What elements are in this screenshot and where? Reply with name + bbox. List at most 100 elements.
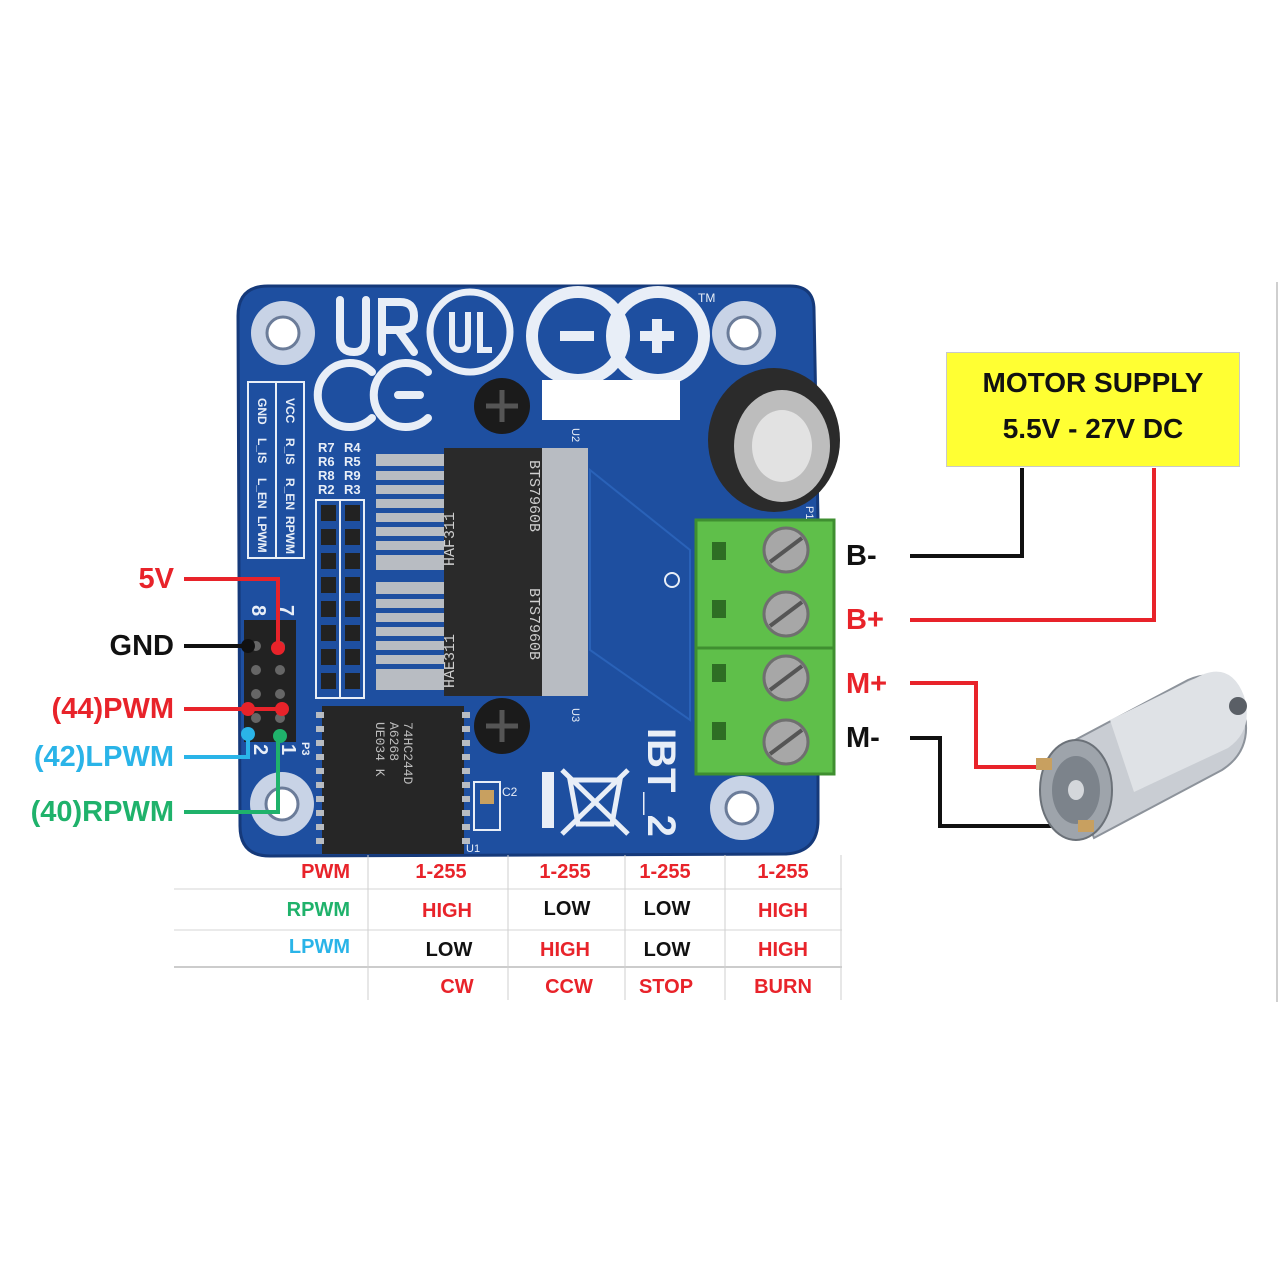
cell-pwm-cw: 1-255	[415, 861, 467, 883]
label-pwm-44: (44)PWM	[51, 693, 174, 725]
label-r5: R5	[344, 454, 361, 469]
truth-table: PWM RPWM LPWM 1-255 1-255 1-255 1-255 HI…	[174, 855, 842, 1000]
label-lpwm: LPWM	[255, 516, 269, 553]
ref-u2: U2	[569, 428, 581, 442]
pin-header	[244, 620, 296, 742]
truth-table-grid	[174, 855, 842, 1000]
bts7960b-chip-lower: BTS7960B HAE311 U3	[376, 576, 588, 722]
wire-b-minus	[910, 468, 1024, 558]
dot-rpwm	[273, 729, 287, 743]
motor-supply-voltage: 5.5V - 27V DC	[1002, 413, 1184, 444]
ref-u3: U3	[569, 708, 581, 722]
smd-resistor	[321, 553, 336, 569]
wire-m-minus	[910, 736, 1082, 828]
ref-c2: C2	[502, 785, 518, 799]
label-lpwm-42: (42)LPWM	[33, 741, 174, 773]
weee-bin-icon	[542, 768, 630, 836]
cell-pwm-stop: 1-255	[639, 861, 691, 883]
smd-resistor	[345, 673, 360, 689]
label-r-en: R_EN	[283, 478, 297, 510]
label-r2: R2	[318, 482, 335, 497]
mounting-hole-bottom-right	[710, 776, 774, 840]
smd-resistor	[321, 649, 336, 665]
pin-number-2: 2	[249, 744, 271, 755]
label-5v: 5V	[138, 563, 174, 595]
header-pin	[251, 665, 261, 675]
screw-bottom	[474, 698, 530, 754]
cell-lpwm-cw: LOW	[425, 939, 473, 961]
header-pin	[251, 689, 261, 699]
resistor-array	[315, 499, 365, 699]
label-rpwm-40: (40)RPWM	[30, 796, 174, 828]
chip-lower-part: BTS7960B	[525, 588, 542, 660]
mounting-hole-bottom-left	[250, 772, 314, 836]
terminal-screw-b-minus	[762, 526, 810, 574]
cell-rpwm-burn: HIGH	[758, 900, 808, 922]
header-labels-row2: GND L_IS L_EN LPWM	[255, 398, 269, 553]
cell-pwm-burn: 1-255	[757, 861, 809, 883]
dot-gnd	[241, 639, 255, 653]
dc-motor	[1036, 671, 1247, 841]
ic-part: 74HC244D	[400, 722, 415, 785]
cell-rpwm-ccw: LOW	[543, 898, 591, 920]
dot-pwm-right	[275, 702, 289, 716]
electrolytic-capacitor	[708, 368, 840, 512]
label-l-en: L_EN	[255, 478, 269, 509]
smd-resistor	[321, 673, 336, 689]
label-rpwm: RPWM	[283, 516, 297, 554]
label-m-minus: M-	[846, 722, 880, 754]
motor-supply-box: MOTOR SUPPLY 5.5V - 27V DC	[946, 352, 1240, 467]
wire-b-plus	[910, 468, 1156, 622]
mode-burn: BURN	[754, 976, 812, 998]
label-r-is: R_IS	[283, 438, 297, 465]
dot-lpwm	[241, 727, 255, 741]
cell-pwm-ccw: 1-255	[539, 861, 591, 883]
mode-ccw: CCW	[545, 976, 593, 998]
smd-resistor	[345, 529, 360, 545]
chip-lower-batch: HAE311	[442, 634, 459, 688]
mode-stop: STOP	[638, 976, 694, 998]
ur-logo	[336, 296, 419, 357]
chip-upper-batch: HAF311	[442, 512, 459, 566]
label-vcc: VCC	[283, 398, 297, 424]
smd-resistor	[321, 601, 336, 617]
pin-number-1: 1	[277, 744, 299, 755]
ref-p3: P3	[299, 742, 311, 755]
label-r9: R9	[344, 468, 361, 483]
board-model-label: IBT_2	[639, 728, 683, 837]
chip-upper-part: BTS7960B	[525, 460, 542, 532]
ul-logo	[426, 288, 514, 376]
smd-resistor	[321, 529, 336, 545]
row-label-lpwm: LPWM	[288, 936, 350, 958]
cell-lpwm-burn: HIGH	[758, 939, 808, 961]
motor-supply-title: MOTOR SUPPLY	[982, 367, 1204, 398]
smd-resistor	[345, 649, 360, 665]
smd-resistor	[321, 577, 336, 593]
label-r7: R7	[318, 440, 335, 455]
mounting-hole-top-right	[712, 301, 776, 365]
mode-cw: CW	[440, 976, 474, 998]
smd-resistor	[345, 553, 360, 569]
header-pin	[275, 665, 285, 675]
bts7960b-chip-upper: BTS7960B HAF311 U2	[376, 428, 588, 576]
right-wires	[910, 468, 1156, 828]
74hc244d-ic: 74HC244D A6268 UE034 K U1	[316, 706, 480, 855]
label-r8: R8	[318, 468, 335, 483]
polarity-mark	[664, 572, 680, 588]
terminal-screw-m-plus	[762, 654, 810, 702]
wire-5v	[184, 577, 280, 646]
label-b-plus: B+	[846, 604, 884, 636]
smd-resistor	[321, 505, 336, 521]
ref-p1: P1	[803, 506, 815, 519]
label-r4: R4	[344, 440, 361, 455]
smd-resistor	[345, 505, 360, 521]
label-gnd: GND	[255, 398, 269, 425]
header-pin	[275, 689, 285, 699]
terminal-screw-m-minus	[762, 718, 810, 766]
bts7960-board: TM VCC R_IS R_EN RPWM	[236, 284, 840, 858]
silk-label-blank	[542, 380, 680, 420]
ce-mark	[313, 359, 432, 431]
smd-resistor	[345, 601, 360, 617]
terminal-screw-b-plus	[762, 590, 810, 638]
